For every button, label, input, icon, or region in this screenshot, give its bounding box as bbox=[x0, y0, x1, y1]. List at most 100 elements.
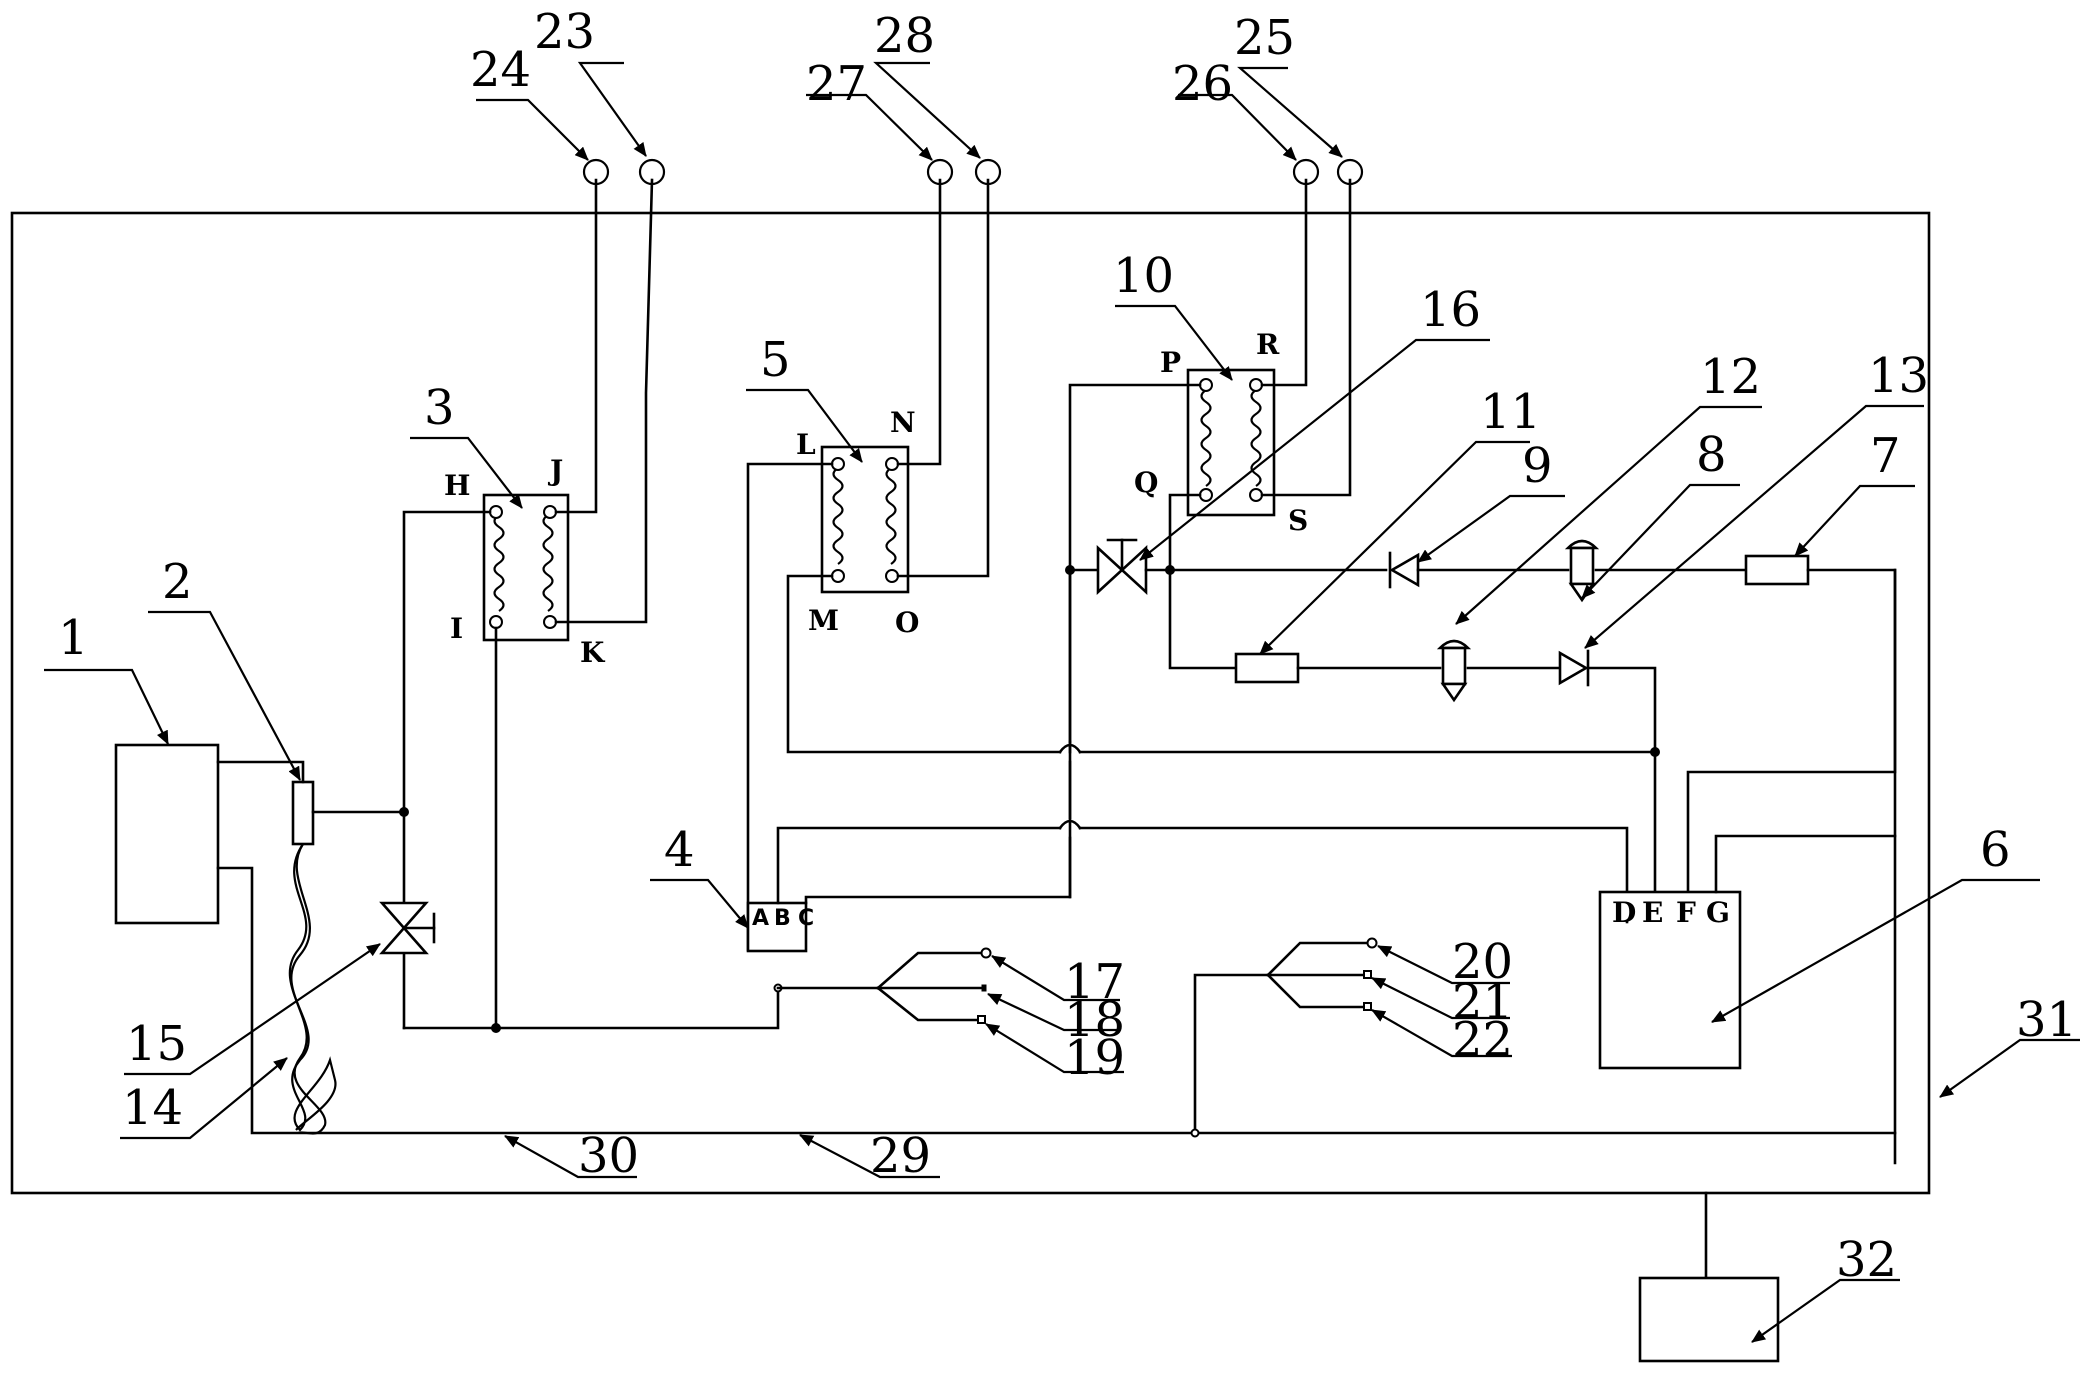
port-letters: H J I K L N M O P R Q S A B C D E F G bbox=[444, 328, 1730, 931]
label-28: 28 bbox=[874, 8, 935, 64]
outer-enclosure bbox=[10, 211, 1931, 1195]
port-h: H bbox=[444, 469, 470, 502]
terminal-27 bbox=[926, 158, 954, 186]
wire-l bbox=[746, 462, 834, 952]
label-31: 31 bbox=[2016, 992, 2077, 1048]
wire-o bbox=[896, 178, 990, 578]
exchanger-5-coil-right bbox=[885, 467, 897, 565]
cable-14-wave-b bbox=[288, 843, 327, 1135]
port-m-terminal bbox=[831, 569, 845, 583]
wire-n bbox=[896, 178, 942, 466]
port-n-terminal bbox=[885, 457, 899, 471]
port-p-terminal bbox=[1199, 378, 1213, 392]
resistor-7 bbox=[1744, 554, 1810, 586]
label-16: 16 bbox=[1420, 282, 1481, 338]
wire-b bbox=[776, 826, 1062, 905]
wire-b-cont bbox=[1078, 826, 1629, 924]
port-d: D bbox=[1612, 896, 1636, 929]
port-r-terminal bbox=[1249, 378, 1263, 392]
cable-14-wave bbox=[290, 843, 337, 1132]
leader-14 bbox=[120, 1057, 288, 1140]
distributor-4-box bbox=[746, 901, 808, 953]
junction-dot-b bbox=[1190, 1128, 1200, 1138]
label-15: 15 bbox=[126, 1016, 187, 1072]
label-14: 14 bbox=[122, 1080, 183, 1136]
leader-18 bbox=[987, 993, 1120, 1032]
wire-upper-branch-4 bbox=[1686, 568, 1897, 924]
label-19: 19 bbox=[1064, 1030, 1125, 1086]
wire-return-left bbox=[402, 988, 780, 1030]
wire-lower-branch-4 bbox=[1586, 666, 1657, 754]
contact-17 bbox=[980, 947, 992, 959]
sensor-8-stem bbox=[1569, 546, 1595, 586]
label-8: 8 bbox=[1696, 427, 1727, 483]
wire-switch-group-b bbox=[1193, 973, 1270, 1135]
leader-1 bbox=[44, 668, 169, 745]
leader-4 bbox=[650, 878, 749, 929]
label-2: 2 bbox=[162, 554, 193, 610]
leader-20 bbox=[1377, 945, 1510, 985]
port-k-terminal bbox=[543, 615, 557, 629]
contact-22 bbox=[1363, 1002, 1372, 1011]
terminal-28 bbox=[974, 158, 1002, 186]
port-c: C bbox=[798, 906, 814, 931]
leader-12 bbox=[1455, 405, 1762, 625]
leader-16 bbox=[1139, 338, 1490, 561]
port-l-terminal bbox=[831, 457, 845, 471]
label-12: 12 bbox=[1700, 349, 1761, 405]
valve-15-bottom bbox=[379, 926, 429, 955]
port-j: J bbox=[547, 454, 563, 487]
wire-1-to-2 bbox=[216, 760, 305, 784]
leader-13 bbox=[1584, 404, 1924, 649]
leader-5 bbox=[746, 388, 863, 463]
port-n: N bbox=[890, 406, 916, 439]
diode-9-triangle bbox=[1389, 552, 1420, 588]
port-l: L bbox=[796, 428, 816, 461]
leader-30 bbox=[504, 1135, 637, 1179]
label-7: 7 bbox=[1870, 428, 1901, 484]
wire-p bbox=[1068, 383, 1202, 574]
valve-15-top bbox=[379, 901, 429, 930]
label-21: 21 bbox=[1452, 974, 1513, 1030]
label-26: 26 bbox=[1172, 56, 1233, 112]
leader-6 bbox=[1711, 878, 2040, 1023]
label-10: 10 bbox=[1113, 248, 1174, 304]
switch-fan-b-top bbox=[1266, 941, 1370, 977]
label-30: 30 bbox=[578, 1128, 639, 1184]
component-1-box bbox=[114, 743, 220, 925]
exchanger-3-coil-left bbox=[493, 514, 505, 612]
contact-20 bbox=[1366, 937, 1378, 949]
leader-3 bbox=[410, 436, 523, 509]
label-23: 23 bbox=[534, 4, 595, 60]
switch-fan-b-bot bbox=[1266, 973, 1366, 1009]
port-f: F bbox=[1676, 896, 1696, 929]
terminal-26 bbox=[1292, 158, 1320, 186]
leader-29 bbox=[799, 1134, 940, 1179]
leader-lines bbox=[44, 61, 2080, 1343]
junction-dot-return bbox=[491, 1023, 501, 1033]
wire-k bbox=[554, 178, 654, 624]
leader-28 bbox=[873, 61, 981, 159]
wire-1-bottom bbox=[216, 866, 1897, 1165]
valve-16-left bbox=[1096, 545, 1124, 595]
contact-21 bbox=[1363, 970, 1372, 979]
port-a: A bbox=[752, 906, 769, 931]
port-o: O bbox=[895, 606, 919, 639]
exchanger-5-box bbox=[820, 445, 910, 594]
leader-15 bbox=[124, 943, 381, 1076]
leader-26 bbox=[1178, 93, 1297, 161]
leader-11 bbox=[1259, 440, 1530, 655]
label-4: 4 bbox=[664, 822, 695, 878]
port-b: B bbox=[774, 906, 791, 931]
sensor-12-head bbox=[1436, 639, 1472, 650]
sensor-12-stem bbox=[1441, 646, 1467, 686]
leader-2 bbox=[148, 610, 301, 781]
wire-s bbox=[1260, 178, 1352, 497]
port-h-terminal bbox=[489, 505, 503, 519]
wire-j bbox=[554, 178, 598, 514]
valve-16-right bbox=[1120, 545, 1148, 595]
port-s-terminal bbox=[1249, 488, 1263, 502]
leader-21 bbox=[1371, 977, 1510, 1020]
port-i-terminal bbox=[489, 615, 503, 629]
